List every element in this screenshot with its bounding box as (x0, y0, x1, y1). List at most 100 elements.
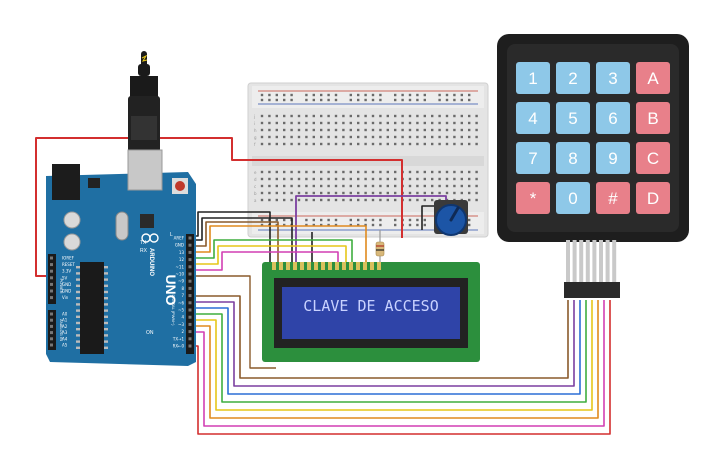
breadboard-hole[interactable] (379, 198, 382, 202)
breadboard-hole[interactable] (416, 191, 419, 195)
breadboard-hole[interactable] (379, 218, 382, 222)
breadboard-hole[interactable] (423, 184, 426, 188)
breadboard-hole[interactable] (349, 93, 352, 97)
breadboard-hole[interactable] (445, 142, 449, 146)
breadboard-hole[interactable] (438, 142, 441, 146)
breadboard-hole[interactable] (401, 114, 404, 118)
breadboard-hole[interactable] (297, 121, 301, 125)
breadboard-hole[interactable] (290, 98, 293, 102)
lcd-pin[interactable] (349, 262, 353, 270)
digital-pin[interactable] (188, 236, 192, 240)
breadboard-hole[interactable] (320, 142, 323, 146)
breadboard-hole[interactable] (283, 121, 286, 125)
breadboard-hole[interactable] (283, 191, 286, 195)
wire-brown-lcd[interactable] (192, 221, 279, 262)
breadboard-hole[interactable] (423, 114, 426, 118)
digital-pin[interactable] (188, 258, 192, 262)
breadboard-hole[interactable] (394, 191, 397, 195)
breadboard-hole[interactable] (297, 198, 301, 202)
digital-pin[interactable] (188, 330, 192, 334)
breadboard-hole[interactable] (431, 184, 434, 188)
breadboard-hole[interactable] (327, 223, 330, 227)
breadboard-hole[interactable] (305, 170, 308, 174)
breadboard-hole[interactable] (349, 198, 352, 202)
power-pin[interactable] (50, 276, 53, 280)
breadboard-hole[interactable] (260, 218, 264, 222)
breadboard-hole[interactable] (371, 177, 375, 181)
breadboard-hole[interactable] (342, 128, 345, 132)
breadboard-hole[interactable] (468, 128, 471, 132)
breadboard-hole[interactable] (371, 93, 375, 97)
breadboard-hole[interactable] (468, 191, 471, 195)
breadboard-hole[interactable] (453, 184, 456, 188)
breadboard-hole[interactable] (312, 191, 315, 195)
wire-red-5v[interactable] (35, 137, 403, 277)
breadboard-hole[interactable] (371, 170, 375, 174)
breadboard-hole[interactable] (431, 177, 434, 181)
keypad-key-star[interactable]: * (516, 182, 550, 214)
breadboard-hole[interactable] (260, 191, 264, 195)
breadboard-hole[interactable] (394, 128, 397, 132)
breadboard-hole[interactable] (401, 142, 404, 146)
breadboard-hole[interactable] (349, 170, 352, 174)
digital-pin[interactable] (188, 279, 192, 283)
breadboard-hole[interactable] (371, 135, 375, 139)
breadboard-hole[interactable] (260, 142, 264, 146)
breadboard-hole[interactable] (394, 114, 397, 118)
breadboard-hole[interactable] (468, 135, 471, 139)
breadboard-hole[interactable] (320, 198, 323, 202)
breadboard-hole[interactable] (468, 121, 471, 125)
breadboard-hole[interactable] (438, 184, 441, 188)
breadboard-hole[interactable] (312, 218, 315, 222)
breadboard-hole[interactable] (423, 93, 426, 97)
breadboard-hole[interactable] (438, 128, 441, 132)
breadboard-hole[interactable] (416, 198, 419, 202)
breadboard-hole[interactable] (416, 142, 419, 146)
keypad-key-C[interactable]: C (636, 142, 670, 174)
breadboard-hole[interactable] (290, 142, 293, 146)
breadboard-hole[interactable] (275, 142, 278, 146)
breadboard-hole[interactable] (283, 218, 286, 222)
breadboard-hole[interactable] (408, 170, 412, 174)
breadboard-hole[interactable] (312, 184, 315, 188)
breadboard-hole[interactable] (475, 191, 478, 195)
keypad-key-B[interactable]: B (636, 102, 670, 134)
breadboard-hole[interactable] (327, 184, 330, 188)
breadboard-hole[interactable] (312, 135, 315, 139)
breadboard-hole[interactable] (268, 170, 271, 174)
digital-pin[interactable] (188, 315, 192, 319)
breadboard-hole[interactable] (475, 142, 478, 146)
breadboard-hole[interactable] (371, 191, 375, 195)
breadboard-hole[interactable] (305, 135, 308, 139)
breadboard-hole[interactable] (371, 184, 375, 188)
breadboard-hole[interactable] (275, 184, 278, 188)
breadboard-hole[interactable] (357, 135, 360, 139)
breadboard-hole[interactable] (416, 223, 419, 227)
breadboard-hole[interactable] (364, 170, 367, 174)
breadboard-hole[interactable] (445, 114, 449, 118)
breadboard-hole[interactable] (475, 128, 478, 132)
breadboard-hole[interactable] (460, 98, 463, 102)
breadboard-hole[interactable] (445, 170, 449, 174)
breadboard-hole[interactable] (290, 128, 293, 132)
breadboard-hole[interactable] (468, 170, 471, 174)
keypad-key-7[interactable]: 7 (516, 142, 550, 174)
keypad-key-2[interactable]: 2 (556, 62, 590, 94)
breadboard-hole[interactable] (305, 128, 308, 132)
breadboard-hole[interactable] (275, 198, 278, 202)
breadboard-hole[interactable] (327, 93, 330, 97)
breadboard-hole[interactable] (290, 170, 293, 174)
breadboard-hole[interactable] (408, 98, 412, 102)
breadboard-hole[interactable] (401, 98, 404, 102)
breadboard-hole[interactable] (475, 184, 478, 188)
breadboard-hole[interactable] (460, 128, 463, 132)
breadboard-hole[interactable] (408, 198, 412, 202)
breadboard-hole[interactable] (297, 191, 301, 195)
analog-pin[interactable] (50, 324, 53, 328)
breadboard-hole[interactable] (438, 170, 441, 174)
wire-keypad-4[interactable] (192, 300, 587, 403)
breadboard-hole[interactable] (386, 135, 389, 139)
breadboard-hole[interactable] (305, 184, 308, 188)
digital-pin[interactable] (188, 322, 192, 326)
breadboard-hole[interactable] (371, 198, 375, 202)
